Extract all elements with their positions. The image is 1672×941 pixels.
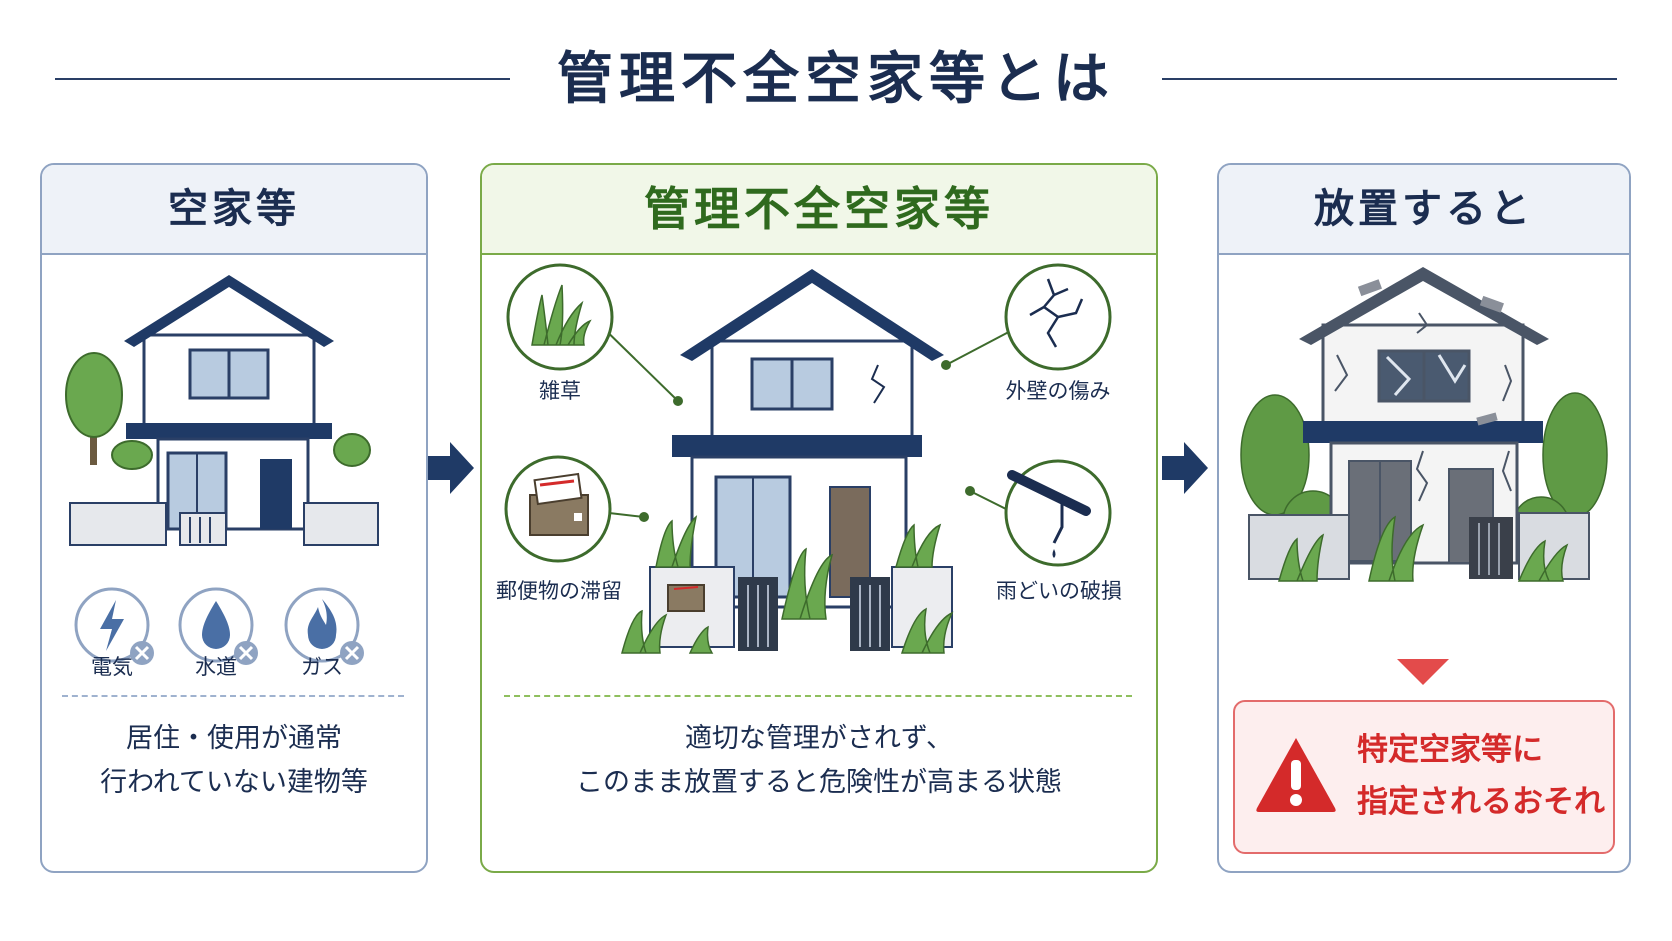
poorly-managed-house-illustration <box>504 263 1112 654</box>
callout-label-mail: 郵便物の滞留 <box>496 579 622 603</box>
utility-label-electricity: 電気 <box>91 655 133 679</box>
panel-description: 居住・使用が通常 行われていない建物等 <box>42 717 426 805</box>
vacant-house-illustration <box>65 275 379 665</box>
description-line: 適切な管理がされず、 <box>684 723 954 754</box>
title-row: 管理不全空家等とは <box>0 40 1672 120</box>
panel-vacant-house: 空家等 <box>40 163 428 873</box>
description-line: 行われていない建物等 <box>100 767 368 798</box>
panel-description: 適切な管理がされず、 このまま放置すると危険性が高まる状態 <box>482 717 1156 805</box>
utility-label-gas: ガス <box>301 655 343 679</box>
cracked-wall-icon <box>1004 263 1112 371</box>
mail-pile-icon <box>504 455 612 563</box>
warning-icon <box>1256 738 1336 812</box>
warning-box: 特定空家等に 指定されるおそれ <box>1233 700 1615 854</box>
down-arrow-icon <box>1397 659 1449 685</box>
lightning-icon <box>74 587 154 665</box>
panel-poorly-managed-house: 管理不全空家等 <box>480 163 1158 873</box>
panel-heading: 放置すると <box>1219 165 1629 255</box>
page-title: 管理不全空家等とは <box>557 47 1115 112</box>
dilapidated-house-illustration <box>1240 267 1608 685</box>
callout-label-weeds: 雑草 <box>539 379 581 403</box>
callout-label-wall-damage: 外壁の傷み <box>1005 379 1111 403</box>
panel-if-left-unattended: 放置すると <box>1217 163 1631 873</box>
flame-icon <box>284 587 364 665</box>
panel-heading: 管理不全空家等 <box>482 165 1156 255</box>
callout-label-gutter: 雨どいの破損 <box>996 579 1122 603</box>
water-drop-icon <box>178 587 258 665</box>
description-line: このまま放置すると危険性が高まる状態 <box>576 767 1062 798</box>
warning-text: 特定空家等に 指定されるおそれ <box>1357 724 1605 828</box>
arrow-right-icon <box>1162 442 1208 494</box>
dashed-divider <box>62 695 404 697</box>
broken-gutter-icon <box>1004 459 1112 567</box>
warning-line: 特定空家等に <box>1357 732 1543 768</box>
dashed-divider <box>504 695 1132 697</box>
weeds-icon <box>506 263 614 371</box>
utility-label-water: 水道 <box>195 655 237 679</box>
title-divider-left <box>55 78 510 80</box>
title-divider-right <box>1162 78 1617 80</box>
description-line: 居住・使用が通常 <box>126 723 342 754</box>
arrow-right-icon <box>428 442 474 494</box>
warning-line: 指定されるおそれ <box>1357 784 1605 820</box>
panel-heading: 空家等 <box>42 165 426 255</box>
